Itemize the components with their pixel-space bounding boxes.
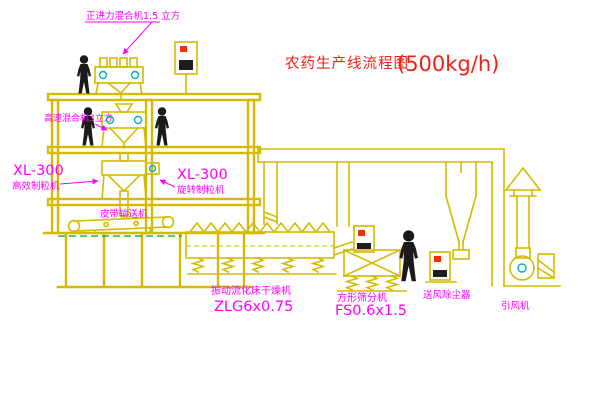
label-high-speed-mixer: 高速混合机3立方 — [44, 112, 113, 124]
square-sifter — [337, 248, 407, 292]
diagram-title-capacity: (500kg/h) — [397, 52, 499, 76]
worker-figure — [155, 107, 169, 146]
cyclone-separator — [445, 161, 477, 260]
label-granulator-mid-name: 旋转制粒机 — [177, 184, 225, 196]
label-granulator-left-model: XL-300 — [13, 163, 64, 179]
power-indicator — [434, 256, 441, 262]
label-planetary-mixer: 正进力混合机1.5 立方 — [86, 10, 180, 22]
control-cabinet-dust — [425, 251, 457, 283]
label-dryer-name: 振动流化床干燥机 — [211, 284, 291, 297]
exhaust-stack — [504, 166, 542, 249]
high-speed-mixer — [101, 103, 147, 149]
power-indicator — [358, 230, 365, 236]
leader-lines — [59, 21, 176, 188]
planetary-mixer — [94, 57, 144, 101]
power-indicator — [180, 46, 187, 52]
fluid-bed-dryer — [185, 221, 354, 275]
label-granulator-mid-model: XL-300 — [177, 167, 228, 183]
worker-figure — [77, 55, 91, 94]
belt-conveyor — [67, 215, 175, 234]
label-granulator-left-name: 高效制粒机 — [12, 180, 60, 192]
label-sifter-model: FS0.6x1.5 — [335, 303, 407, 319]
label-belt-conveyor: 皮带输送机 — [100, 208, 148, 220]
diagram-title: 农药生产线流程图 — [285, 55, 409, 72]
label-induced-draft-fan: 引风机 — [501, 300, 530, 312]
control-cabinet-sifter — [353, 225, 375, 253]
control-cabinet-roof — [174, 41, 198, 95]
worker-figure — [399, 230, 418, 282]
label-dryer-model: ZLG6x0.75 — [214, 299, 293, 315]
induced-draft-fan-unit — [503, 247, 561, 287]
granulator — [101, 152, 160, 217]
label-sifter-name: 方形筛分机 — [337, 291, 387, 304]
label-dust-collector: 送风除尘器 — [423, 289, 471, 301]
exhaust-duct — [257, 148, 505, 287]
